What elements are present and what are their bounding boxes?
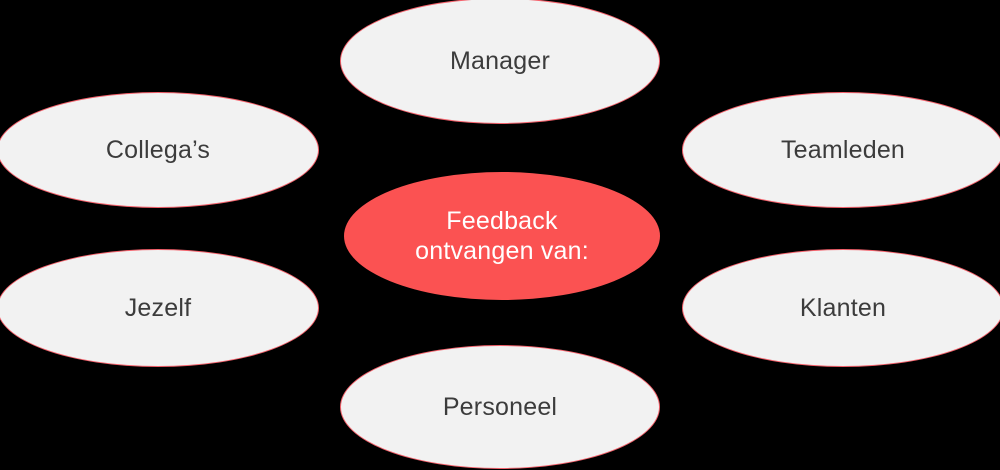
node-manager-label: Manager	[449, 46, 551, 75]
node-klanten[interactable]: Klanten	[682, 249, 1000, 367]
node-teamleden-label: Teamleden	[780, 135, 906, 164]
node-klanten-label: Klanten	[799, 293, 887, 322]
node-collegas[interactable]: Collega’s	[0, 92, 319, 208]
node-teamleden[interactable]: Teamleden	[682, 92, 1000, 208]
node-collegas-label: Collega’s	[105, 135, 211, 164]
node-manager[interactable]: Manager	[340, 0, 660, 124]
node-center-label: Feedback ontvangen van:	[415, 206, 589, 266]
node-jezelf-label: Jezelf	[124, 293, 192, 322]
node-personeel-label: Personeel	[442, 392, 558, 421]
node-center-feedback[interactable]: Feedback ontvangen van:	[344, 172, 660, 300]
node-jezelf[interactable]: Jezelf	[0, 249, 319, 367]
node-personeel[interactable]: Personeel	[340, 345, 660, 469]
